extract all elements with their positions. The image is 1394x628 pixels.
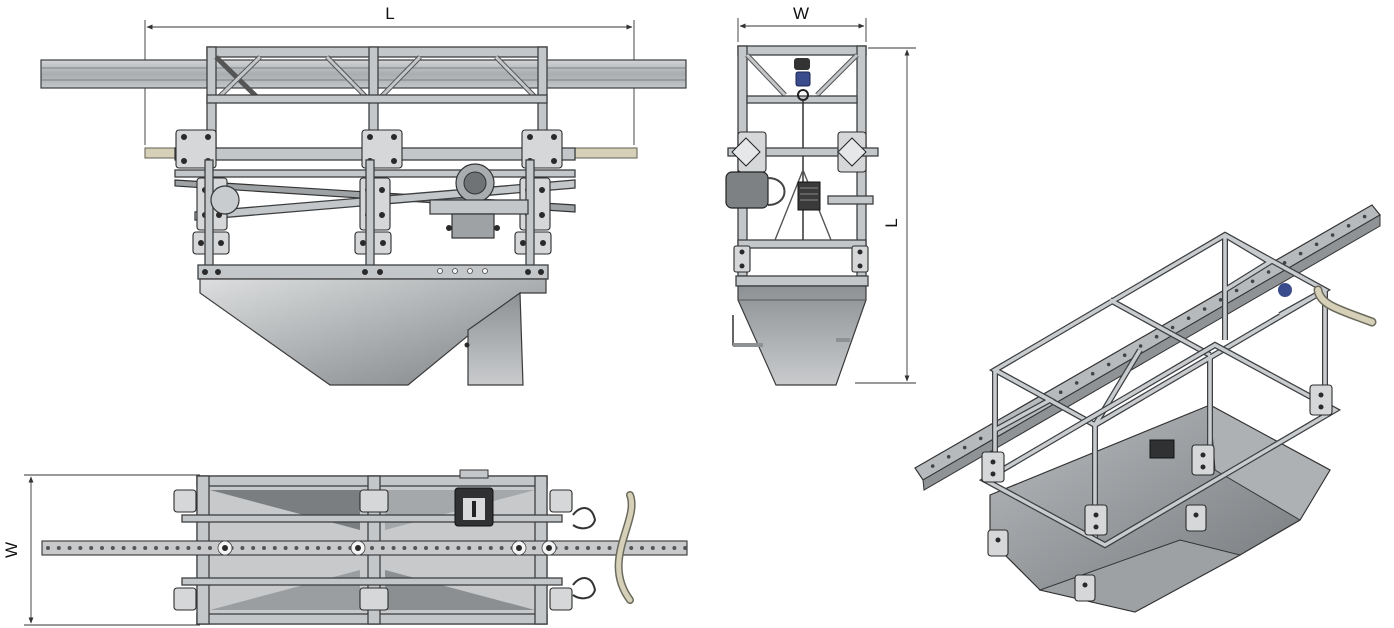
front-top-truss bbox=[206, 46, 548, 148]
rail-hole bbox=[445, 546, 450, 550]
rail-hole bbox=[1170, 325, 1175, 330]
rail-hole bbox=[46, 546, 50, 550]
front-dimension-label: L bbox=[385, 4, 394, 23]
rail-hole bbox=[488, 546, 493, 550]
rail-hole bbox=[499, 546, 504, 550]
rail-hole bbox=[424, 546, 428, 550]
rail-hole bbox=[1234, 288, 1239, 293]
rail-hole bbox=[962, 445, 967, 450]
rail-hole bbox=[89, 546, 94, 550]
rail-hole bbox=[316, 546, 320, 550]
rail-hole bbox=[251, 546, 256, 550]
rail-hole bbox=[1330, 233, 1335, 237]
rail-hole bbox=[326, 546, 331, 550]
rail-hole bbox=[672, 546, 677, 550]
front-gear-wheel bbox=[210, 185, 240, 215]
rail-hole bbox=[56, 546, 61, 550]
side-dimension-width-label: W bbox=[793, 4, 809, 23]
rail-hole bbox=[240, 546, 245, 550]
rail-hole bbox=[1074, 381, 1079, 385]
iso-motor bbox=[1149, 283, 1292, 459]
side-hopper bbox=[732, 275, 869, 386]
rail-hole bbox=[1298, 251, 1303, 256]
rail-hole bbox=[596, 546, 601, 550]
rail-hole bbox=[305, 546, 310, 550]
rail-hole bbox=[478, 546, 482, 550]
rail-hole bbox=[1362, 214, 1367, 219]
side-dimension-L: L bbox=[855, 47, 916, 384]
rail-hole bbox=[1250, 279, 1255, 284]
rail-hole bbox=[283, 546, 288, 550]
rail-hole bbox=[391, 546, 396, 550]
rail-hole bbox=[683, 546, 688, 550]
front-hopper bbox=[197, 264, 549, 386]
rail-hole bbox=[1090, 371, 1095, 376]
rail-hole bbox=[1106, 362, 1111, 367]
rail-hole bbox=[1282, 261, 1287, 265]
rail-hole bbox=[564, 546, 569, 550]
rail-hole bbox=[1266, 270, 1271, 274]
hook-icon bbox=[774, 58, 832, 241]
rail-hole bbox=[164, 546, 169, 550]
rail-hole bbox=[197, 546, 202, 550]
rail-hole bbox=[586, 546, 590, 550]
rail-hole bbox=[132, 546, 137, 550]
rail-hole bbox=[78, 546, 83, 550]
rail-hole bbox=[294, 546, 299, 550]
rail-hole bbox=[337, 546, 342, 550]
rail-hole bbox=[575, 546, 580, 550]
rail-hole bbox=[413, 546, 418, 550]
rail-hole bbox=[1154, 334, 1159, 339]
rail-hole bbox=[110, 546, 115, 550]
rail-hole bbox=[402, 546, 407, 550]
rail-hole bbox=[154, 546, 158, 550]
rail-hole bbox=[434, 546, 439, 550]
rail-hole bbox=[143, 546, 148, 550]
rail-hole bbox=[661, 546, 666, 550]
top-view: W bbox=[2, 469, 688, 626]
rail-hole bbox=[1138, 344, 1143, 348]
iso-bracket-plates bbox=[981, 384, 1333, 602]
rail-hole bbox=[978, 436, 983, 441]
rail-hole bbox=[1202, 307, 1207, 311]
front-motor bbox=[429, 163, 529, 239]
rail-hole bbox=[532, 546, 536, 550]
rail-hole bbox=[607, 546, 612, 550]
rail-hole bbox=[640, 546, 644, 550]
rail-hole bbox=[650, 546, 655, 550]
rail-hole bbox=[100, 546, 104, 550]
rail-hole bbox=[467, 546, 472, 550]
side-view: W L bbox=[725, 4, 916, 386]
rail-hole bbox=[1346, 224, 1351, 228]
rail-hole bbox=[1218, 298, 1223, 302]
rail-hole bbox=[946, 455, 951, 459]
top-brackets bbox=[173, 489, 573, 611]
rail-hole bbox=[272, 546, 277, 550]
isometric-view bbox=[914, 204, 1381, 613]
rail-hole bbox=[121, 546, 126, 550]
rail-hole bbox=[380, 546, 385, 550]
front-rail bbox=[40, 59, 687, 89]
side-dimension-W: W bbox=[737, 4, 867, 42]
front-view: L bbox=[40, 4, 687, 386]
rail-hole bbox=[67, 546, 72, 550]
rail-hole bbox=[930, 464, 935, 468]
side-motor bbox=[725, 171, 874, 211]
rail-hole bbox=[1122, 353, 1127, 358]
top-dimension-W: W bbox=[2, 474, 200, 626]
rail-hole bbox=[1186, 316, 1191, 321]
rail-hole bbox=[370, 546, 374, 550]
side-dimension-length-label: L bbox=[882, 218, 901, 227]
rail-hole bbox=[1058, 390, 1063, 395]
rail-hole bbox=[456, 546, 461, 550]
top-dimension-label: W bbox=[2, 542, 21, 558]
rail-hole bbox=[262, 546, 266, 550]
top-motor bbox=[454, 469, 494, 527]
rail-hole bbox=[175, 546, 180, 550]
rail-hole bbox=[629, 546, 634, 550]
rail-hole bbox=[186, 546, 191, 550]
rail-hole bbox=[1314, 242, 1319, 247]
rail-hole bbox=[208, 546, 212, 550]
